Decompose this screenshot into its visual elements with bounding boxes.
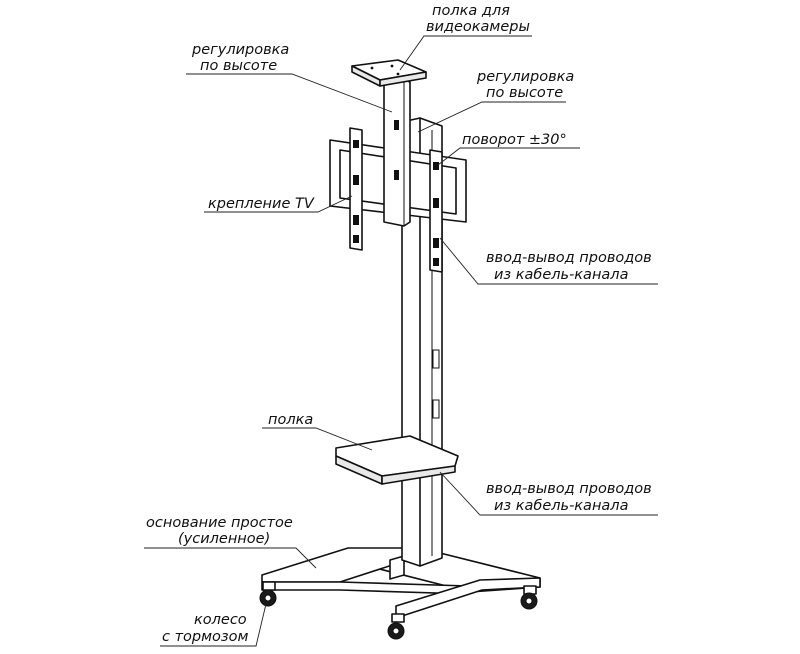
camera-post <box>383 79 411 227</box>
label-height-adj-right-line2: по высоте <box>486 85 563 101</box>
label-height-adj-left: регулировка по высоте <box>191 42 289 74</box>
shelf <box>335 435 459 485</box>
label-height-adj-right: регулировка по высоте <box>476 69 574 101</box>
wheel-front <box>387 613 405 640</box>
base-frame <box>261 547 541 617</box>
label-height-adj-left-line1: регулировка <box>191 42 289 58</box>
label-rotation: поворот ±30° <box>462 132 567 148</box>
leader-lines <box>144 35 658 647</box>
label-cable-io-bottom-line2: из кабель-канала <box>494 498 628 514</box>
label-base-line1: основание простое <box>146 515 293 531</box>
label-cable-io-bottom-line1: ввод-вывод проводов <box>486 481 652 497</box>
label-height-adj-left-line2: по высоте <box>200 58 277 74</box>
wheel-left-rear <box>259 581 277 607</box>
label-shelf: полка <box>268 412 313 428</box>
label-camera-shelf-line1: полка для <box>432 3 510 19</box>
label-wheel: колесо с тормозом <box>162 612 248 645</box>
camera-shelf <box>351 59 427 87</box>
label-height-adj-right-line1: регулировка <box>476 69 574 85</box>
label-cable-io-top-line1: ввод-вывод проводов <box>486 250 652 266</box>
label-base-line2: (усиленное) <box>178 531 270 547</box>
wheel-right <box>520 585 538 610</box>
label-wheel-line2: с тормозом <box>162 629 248 645</box>
label-camera-shelf-line2: видеокамеры <box>426 19 530 35</box>
label-tv-mount: крепление TV <box>208 196 315 212</box>
label-cable-io-top: ввод-вывод проводов из кабель-канала <box>486 250 652 283</box>
label-wheel-line1: колесо <box>194 612 247 628</box>
label-base: основание простое (усиленное) <box>146 515 293 547</box>
label-cable-io-top-line2: из кабель-канала <box>494 267 628 283</box>
label-cable-io-bottom: ввод-вывод проводов из кабель-канала <box>486 481 652 514</box>
label-camera-shelf: полка для видеокамеры <box>426 3 530 35</box>
